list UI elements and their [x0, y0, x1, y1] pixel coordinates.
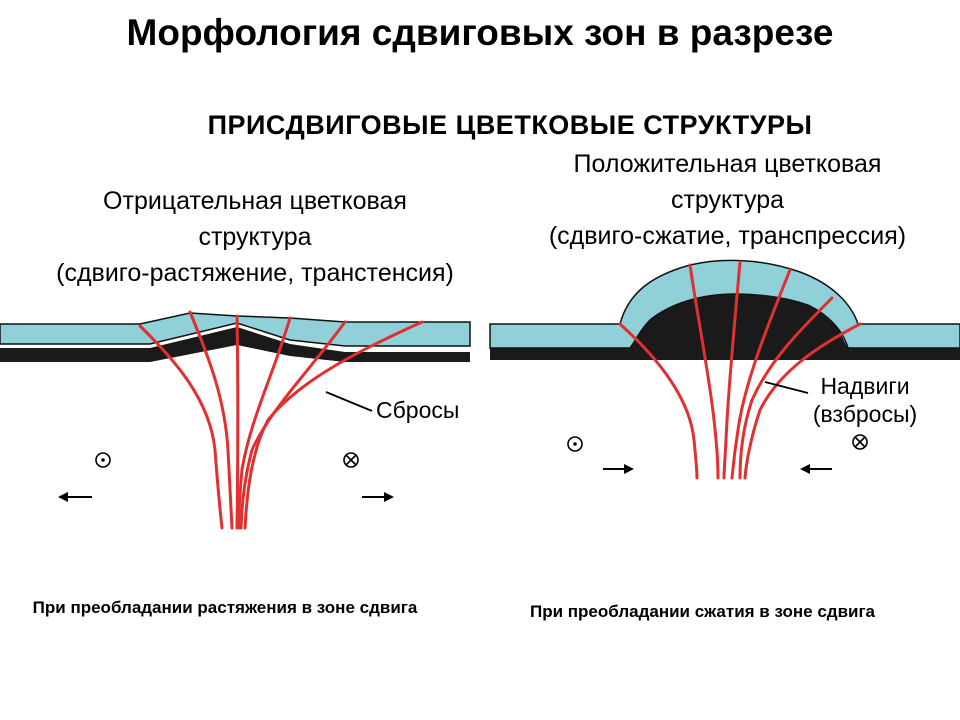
positive-heading-line3: (сдвиго-сжатие, транспрессия)	[548, 222, 907, 250]
cross-circle-icon	[343, 452, 359, 468]
faults-label: Сбросы	[376, 397, 460, 423]
right-fault-5	[738, 296, 834, 480]
positive-heading-line1: Положительная цветковая	[573, 150, 882, 178]
thrusts-label-line1: Надвиги	[820, 373, 910, 399]
left-fault-5	[239, 320, 347, 530]
caption-compression: При преобладании сжатия в зоне сдвига	[529, 602, 876, 621]
page-title: Морфология сдвиговых зон в разрезе	[126, 12, 834, 53]
left-fault-3	[235, 314, 240, 530]
negative-flower-structure	[0, 310, 471, 530]
negative-flower-heading: Отрицательная цветковая структура (сдвиг…	[0, 183, 510, 291]
thrusts-label: Надвиги (взбросы)	[800, 372, 930, 428]
left-fault-4	[237, 316, 292, 530]
faults-leader-line	[325, 391, 373, 412]
left-base-layer	[0, 327, 470, 362]
right-fault-3	[722, 260, 742, 480]
arch-inner-lining	[640, 295, 835, 348]
dot-circle-icon	[567, 436, 583, 452]
left-fault-6	[243, 320, 424, 530]
left-pointing-arrow-icon	[800, 464, 832, 474]
positive-flower-structure	[489, 259, 960, 480]
right-arrow-icon	[362, 492, 394, 502]
thrusts-label-line2: (взбросы)	[812, 401, 918, 427]
left-fault-2	[188, 310, 234, 530]
section-subtitle: ПРИСДВИГОВЫЕ ЦВЕТКОВЫЕ СТРУКТУРЫ	[207, 110, 813, 140]
caption-extension: При преобладании растяжения в зоне сдвиг…	[32, 598, 418, 617]
dot-circle-icon	[95, 452, 111, 468]
cross-circle-icon	[852, 434, 868, 450]
left-cyan-layer	[0, 312, 471, 347]
negative-heading-line2: структура	[198, 223, 312, 251]
right-fault-6	[743, 322, 862, 480]
right-fault-1	[618, 322, 699, 480]
left-fault-1	[138, 324, 224, 530]
right-fault-4	[730, 268, 792, 480]
positive-flower-heading: Положительная цветковая структура (сдвиг…	[490, 146, 960, 254]
positive-heading-line2: структура	[670, 186, 785, 214]
right-pointing-arrow-icon	[603, 464, 634, 474]
thrusts-leader-line	[764, 381, 809, 394]
right-fault-2	[688, 263, 720, 480]
left-arrow-icon	[58, 492, 92, 502]
negative-heading-line1: Отрицательная цветковая	[103, 187, 407, 215]
negative-heading-line3: (сдвиго-растяжение, транстенсия)	[56, 259, 454, 287]
